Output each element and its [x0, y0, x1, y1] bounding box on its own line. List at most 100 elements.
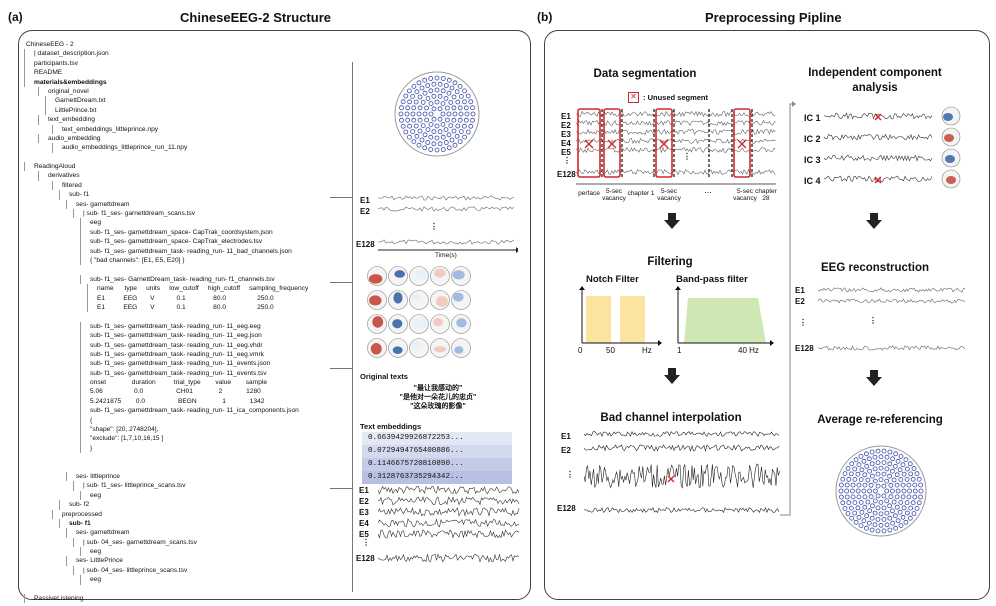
electrode [452, 142, 458, 148]
electrode [454, 133, 460, 139]
electrode [897, 467, 903, 473]
tree-row: | sub- 04_ses- garnettdream_scans.tsv [73, 537, 346, 548]
recon-channel-e1: E1 [795, 286, 805, 295]
tree-row: GarnettDream.txt [45, 96, 346, 106]
electrode [901, 505, 907, 511]
ic-topomap-blob [944, 134, 954, 142]
ic-topomap-blob [946, 176, 956, 184]
recon-eeg [818, 287, 966, 351]
time-axis-label: Time(s) [435, 252, 457, 259]
unused-box-vacancy-2 [655, 108, 673, 178]
electrode [903, 519, 909, 525]
electrode [867, 488, 872, 494]
tree-row: derivatives [38, 171, 346, 181]
electrode [918, 494, 923, 500]
topomap-blob [410, 340, 423, 350]
arrow-down-2 [664, 368, 680, 384]
electrode [864, 513, 870, 519]
tree-row: | dataset_description.json [24, 49, 346, 59]
electrode [451, 128, 457, 134]
electrode [411, 83, 417, 89]
electrode [859, 467, 865, 473]
tree-row: sub- f1 [59, 518, 346, 529]
electrode [887, 527, 893, 533]
electrode [457, 83, 463, 89]
recon-ellipsis-mid: ⋮ [869, 316, 877, 325]
electrode [864, 525, 869, 531]
electrode [887, 503, 892, 509]
notch-tick-hz: Hz [642, 346, 652, 355]
eeg-trace [824, 154, 933, 162]
electrode [908, 471, 914, 477]
eeg-trace [378, 507, 520, 517]
electrode [437, 129, 443, 135]
tree-row: onset duration trial_type value sample [80, 378, 346, 388]
electrode [458, 94, 464, 99]
pipeline-connector [780, 101, 796, 516]
electrode [428, 134, 434, 140]
electrode [414, 133, 420, 139]
eeg-trace [576, 110, 776, 118]
tree-row: ses- LittlePrince [66, 556, 346, 566]
electrode [407, 99, 413, 105]
electrode [445, 117, 450, 123]
segmentation-eeg [576, 108, 776, 185]
electrode [911, 511, 917, 516]
tree-row: } [80, 443, 346, 454]
electrode [890, 456, 896, 462]
tree-row: ChineseEEG - 2 [26, 41, 74, 48]
original-texts: "最让我感动的" "是他对一朵花儿的忠贞" "这朵玫瑰的影像" [383, 385, 493, 411]
tree-row: eeg [80, 547, 346, 557]
eeg-trace [378, 529, 520, 539]
electrode [422, 77, 428, 83]
electrode [413, 99, 419, 105]
electrode [858, 453, 864, 459]
electrode [859, 509, 865, 515]
electrode [428, 88, 434, 94]
electrode [440, 101, 446, 106]
electrode [887, 473, 892, 479]
electrode [470, 105, 475, 111]
electrode [443, 127, 449, 132]
topomap-blob [413, 316, 428, 329]
electrode [465, 129, 471, 135]
tree-row: sub- f1_ses- garnettdream_space- CapTrak… [80, 237, 346, 247]
electrode [872, 498, 878, 504]
tree-row: sub- f1_ses- garnettdream_task- reading_… [80, 368, 346, 379]
electrode [455, 99, 461, 105]
electrode [425, 127, 431, 132]
electrode [410, 94, 416, 99]
connector-3 [330, 368, 352, 369]
electrode [446, 77, 452, 83]
electrode [895, 518, 901, 524]
electrode [907, 461, 913, 467]
electrode [868, 482, 874, 488]
tree-row: ses- garnettdream [66, 528, 346, 538]
electrode [875, 528, 881, 534]
electrode [901, 488, 907, 494]
electrode [858, 523, 864, 528]
unused-box-vacancy-3 [733, 108, 751, 178]
tree-row: E1 EEG V 0.1 80.0 250.0 [87, 293, 346, 303]
topomap-blob [368, 274, 383, 284]
tree-row: sub- f1_ses- garnettdream_task- reading_… [80, 246, 346, 256]
electrode [912, 482, 918, 488]
bad-channel-e128: E128 [557, 504, 576, 513]
recon-channel-e2: E2 [795, 297, 805, 306]
electrode [417, 94, 423, 100]
electrode [454, 89, 460, 95]
tree-row: sub- f1_ses- garnettdream_task- reading_… [80, 406, 346, 416]
tree-row: sub- f1 [59, 190, 346, 200]
tree-row: ses- littleprince [66, 471, 346, 482]
electrode [900, 482, 906, 488]
electrode [903, 457, 909, 463]
tree-row: sub- f1_ses- garnettdream_task- reading_… [80, 331, 346, 341]
electrode [861, 488, 867, 494]
electrode [895, 488, 901, 494]
tree-row: ses- garnettdream [66, 199, 346, 210]
electrode [898, 523, 904, 528]
electrode [451, 105, 457, 111]
electrode [890, 488, 895, 494]
electrode [411, 117, 417, 123]
electrode [893, 451, 898, 457]
